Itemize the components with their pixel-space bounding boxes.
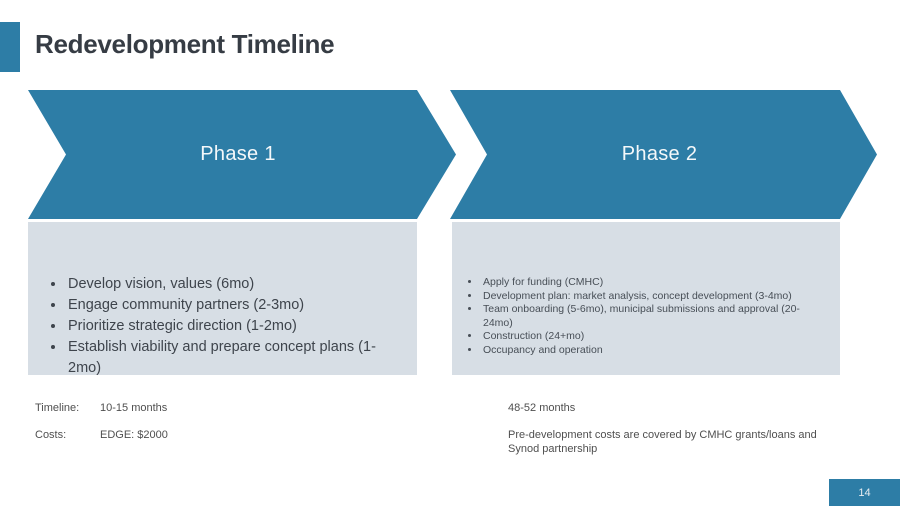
bullet-item: Establish viability and prepare concept … (66, 337, 380, 379)
costs-label: Costs: (35, 429, 67, 441)
bullet-item: Engage community partners (2-3mo) (66, 295, 380, 316)
phase-2-arrow: Phase 2 (450, 90, 877, 219)
phase-2-costs-value: Pre-development costs are covered by CMH… (508, 429, 817, 455)
timeline-label: Timeline: (35, 402, 80, 414)
phase-2-costs-row: Pre-development costs are covered by CMH… (508, 428, 828, 456)
bullet-item: Develop vision, values (6mo) (66, 274, 380, 295)
bullet-item: Apply for funding (CMHC) (481, 276, 813, 290)
bullet-item: Team onboarding (5-6mo), municipal submi… (481, 303, 813, 330)
page-number: 14 (858, 486, 871, 499)
phase-2-bullet-list: Apply for funding (CMHC)Development plan… (468, 276, 813, 357)
phase-1-panel: Develop vision, values (6mo)Engage commu… (28, 222, 417, 376)
phase-2-panel: Apply for funding (CMHC)Development plan… (452, 222, 840, 375)
phase-1-arrow: Phase 1 (28, 90, 456, 219)
phase-1-label: Phase 1 (200, 143, 276, 165)
phase-1-timeline-row: Timeline: 10-15 months (35, 401, 167, 415)
bullet-item: Construction (24+mo) (481, 330, 813, 344)
bullet-item: Occupancy and operation (481, 344, 813, 358)
phase-1-costs-value: EDGE: $2000 (100, 429, 168, 441)
title-accent-bar (0, 22, 20, 72)
phase-2-timeline-value: 48-52 months (508, 402, 576, 414)
bullet-item: Development plan: market analysis, conce… (481, 290, 813, 304)
phase-1-timeline-value: 10-15 months (100, 402, 168, 414)
phase-1-costs-row: Costs: EDGE: $2000 (35, 428, 168, 442)
page-title: Redevelopment Timeline (35, 29, 335, 59)
phase-1-bullet-list: Develop vision, values (6mo)Engage commu… (50, 274, 380, 379)
page-number-badge: 14 (829, 479, 900, 506)
phase-2-label: Phase 2 (621, 143, 698, 165)
bullet-item: Prioritize strategic direction (1-2mo) (66, 316, 380, 337)
phase-2-timeline-row: 48-52 months (508, 401, 575, 415)
